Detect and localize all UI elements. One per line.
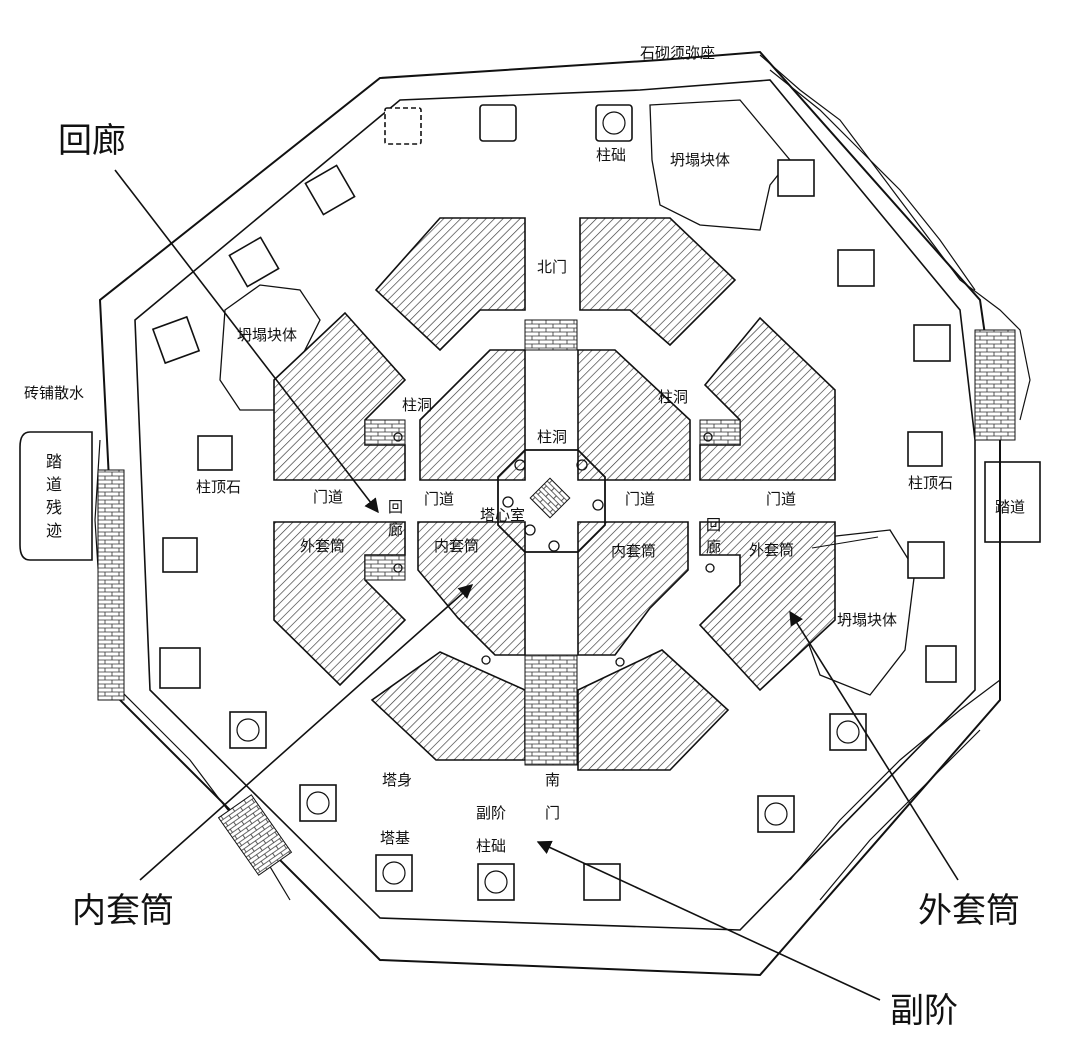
label-post-hole-right: 柱洞 <box>658 388 688 406</box>
diagram-labels: 石砌须弥座 柱础 坍塌块体 坍塌块体 北门 柱洞 柱洞 柱洞 砖铺散水 踏 道 … <box>24 44 1025 855</box>
central-chamber <box>393 432 715 667</box>
label-outer-shell-left: 外套筒 <box>300 537 345 555</box>
label-central-chamber: 塔心室 <box>480 506 525 524</box>
label-step-remains-4: 迹 <box>46 521 62 540</box>
callout-corridor: 回廊 <box>58 121 126 161</box>
label-post-hole-center: 柱洞 <box>537 428 567 446</box>
label-corridor-right-1: 回 <box>706 516 721 534</box>
label-corridor-right-2: 廊 <box>706 538 721 556</box>
callout-inner-shell: 内套筒 <box>72 891 174 931</box>
label-passage-4: 门道 <box>766 490 796 508</box>
label-stone-plinth: 石砌须弥座 <box>640 44 715 62</box>
label-collapsed-block-top: 坍塌块体 <box>670 151 730 169</box>
label-step-remains-2: 道 <box>46 475 62 494</box>
step-remains-left <box>19 431 93 561</box>
label-inner-shell-right: 内套筒 <box>611 542 656 560</box>
label-tower-body: 塔身 <box>382 771 412 789</box>
label-south-gate-2: 门 <box>545 804 560 822</box>
label-passage-2: 门道 <box>424 490 454 508</box>
label-inner-shell-left: 内套筒 <box>434 537 479 555</box>
label-column-base-bottom: 柱础 <box>476 837 506 855</box>
label-south-gate-1: 南 <box>545 771 560 789</box>
label-column-top-stone-right: 柱顶石 <box>908 474 953 492</box>
column-bases <box>151 104 957 901</box>
label-column-base-top: 柱础 <box>596 146 626 164</box>
label-foundation: 塔基 <box>380 829 410 847</box>
label-post-hole-left: 柱洞 <box>402 396 432 414</box>
callout-leaders <box>114 169 959 1001</box>
callout-aisle: 副阶 <box>890 991 958 1031</box>
step-right <box>984 461 1041 543</box>
rubble-edges <box>94 54 1031 901</box>
label-north-gate: 北门 <box>537 258 567 276</box>
label-aisle-small: 副阶 <box>476 804 506 822</box>
label-outer-shell-right: 外套筒 <box>749 541 794 559</box>
label-step-right: 踏道 <box>995 498 1025 516</box>
label-column-top-stone-left: 柱顶石 <box>196 478 241 496</box>
label-step-remains-3: 残 <box>46 498 62 517</box>
label-corridor-left-1: 回 <box>388 498 403 516</box>
label-corridor-left-2: 廊 <box>388 521 403 539</box>
label-passage-3: 门道 <box>625 490 655 508</box>
label-collapsed-block-left: 坍塌块体 <box>237 326 297 344</box>
callout-outer-shell: 外套筒 <box>918 891 1020 931</box>
callout-labels: 回廊 内套筒 外套筒 副阶 <box>58 121 1020 1031</box>
label-step-remains-1: 踏 <box>46 452 62 471</box>
brick-passages <box>364 319 741 766</box>
label-brick-apron: 砖铺散水 <box>24 384 84 402</box>
label-passage-1: 门道 <box>313 488 343 506</box>
label-collapsed-block-bottom: 坍塌块体 <box>837 611 897 629</box>
